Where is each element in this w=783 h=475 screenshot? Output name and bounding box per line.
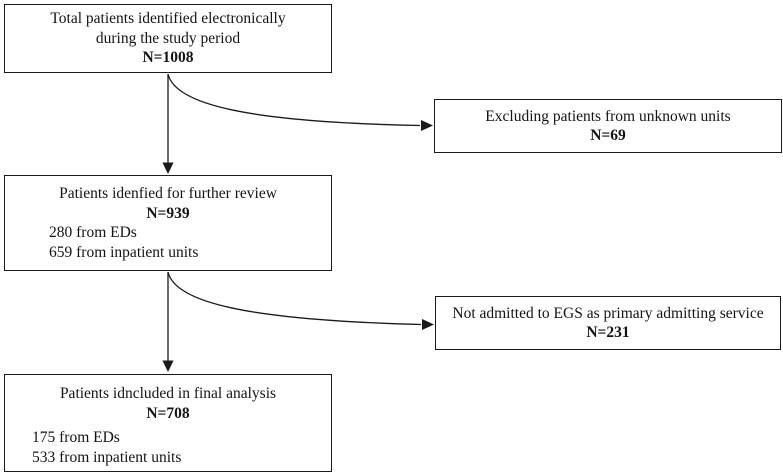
- box-not-admitted-n: N=231: [586, 324, 630, 341]
- box-excluded-n: N=69: [590, 127, 626, 144]
- box-further-review: Patients idenfied for further review N=9…: [4, 175, 332, 271]
- box-review-detail-eds: 280 from EDs: [49, 224, 137, 241]
- box-final-detail-eds: 175 from EDs: [32, 429, 120, 446]
- box-final-line1: Patients idncluded in final analysis: [59, 385, 277, 402]
- box-final-detail-inpatient: 533 from inpatient units: [32, 448, 182, 466]
- arrow-review-to-final: [162, 272, 174, 372]
- box-review-n: N=939: [146, 204, 190, 222]
- box-final-n: N=708: [146, 404, 190, 422]
- box-review-line1: Patients idenfied for further review: [59, 185, 277, 202]
- arrow-total-to-review: [162, 74, 174, 174]
- box-total-line1: Total patients identified electronically: [50, 10, 286, 28]
- box-not-admitted-egs: Not admitted to EGS as primary admitting…: [435, 296, 781, 350]
- arrow-review-to-not-admitted: [167, 271, 434, 330]
- box-total-patients: Total patients identified electronically…: [4, 4, 332, 73]
- box-excluded-unknown-units: Excluding patients from unknown units N=…: [434, 99, 782, 153]
- box-excluded-line1: Excluding patients from unknown units: [485, 107, 731, 125]
- box-review-detail-inpatient: 659 from inpatient units: [49, 243, 199, 261]
- box-total-line2: during the study period: [95, 29, 241, 47]
- box-total-n: N=1008: [142, 49, 194, 67]
- box-not-admitted-line1: Not admitted to EGS as primary admitting…: [452, 304, 764, 322]
- box-final-analysis: Patients idncluded in final analysis N=7…: [4, 374, 332, 472]
- arrow-total-to-excluded: [167, 73, 433, 131]
